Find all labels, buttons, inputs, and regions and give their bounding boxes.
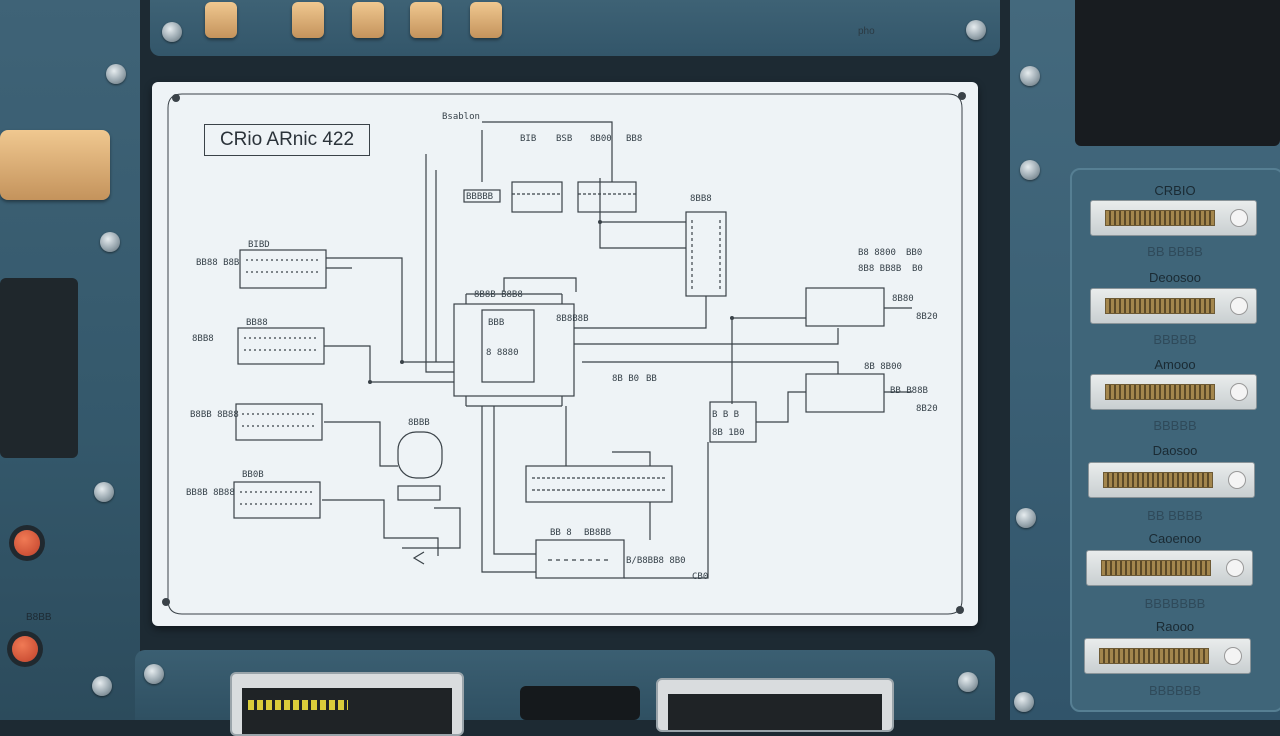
bottom-display-left (230, 672, 464, 736)
schematic-label: BB8 (626, 134, 643, 144)
schematic-label: BBBBB (466, 192, 494, 202)
top-knob-4[interactable] (410, 2, 442, 38)
connector-sublabel-4: BB BBBB (1147, 508, 1203, 523)
schematic-label: BB88 (246, 318, 268, 328)
db-connector-2[interactable] (1090, 288, 1257, 324)
schematic-label: BB8BB (584, 528, 612, 538)
schematic-label: 8B 1B0 (712, 428, 745, 438)
connector-label-4: Daosoo (1152, 443, 1198, 458)
screw (1020, 66, 1040, 86)
schematic-label: 8B00 (590, 134, 612, 144)
left-panel-label: B8BB (26, 612, 52, 623)
screw (106, 64, 126, 84)
top-equipment-panel (150, 0, 1000, 56)
screw (1020, 160, 1040, 180)
db-connector-4[interactable] (1088, 462, 1255, 498)
schematic-label: 8B8B8B (556, 314, 589, 324)
connector-label-5: Caoenoo (1148, 531, 1202, 546)
connector-label-2: Deoosoo (1148, 270, 1202, 285)
schematic-label: B0 (912, 264, 923, 274)
schematic-label: B B B (712, 410, 740, 420)
top-knob-3[interactable] (352, 2, 384, 38)
top-panel-label: pho (858, 26, 875, 37)
top-knob-1[interactable] (205, 2, 237, 38)
black-electronics-module (1075, 0, 1280, 146)
schematic-label: CB0 (692, 572, 709, 582)
schematic-label: 8B B0 (612, 374, 640, 384)
top-knob-2[interactable] (292, 2, 324, 38)
schematic-label: 8B20 (916, 404, 938, 414)
schematic-label: BB 8 (550, 528, 572, 538)
connector-sublabel-5: BBBBBBB (1144, 596, 1206, 611)
connector-label-6: Raooo (1155, 619, 1195, 634)
schematic-label: BB8B 8B88 (186, 488, 235, 498)
connector-sublabel-1: BB BBBB (1147, 244, 1203, 259)
schematic-label: BIB (520, 134, 537, 144)
schematic-label: 8B80 (892, 294, 914, 304)
red-button-2[interactable] (12, 636, 38, 662)
schematic-label: BB0 (906, 248, 923, 258)
schematic-title: CRio ARnic 422 (204, 124, 370, 156)
schematic-sheet: CRio ARnic 422 Bsablon BIB BSB 8B00 BB 8 … (152, 82, 978, 626)
schematic-label: 8B20 (916, 312, 938, 322)
screw (92, 676, 112, 696)
schematic-label: 8 8880 (486, 348, 519, 358)
bottom-display-right (656, 678, 894, 732)
screw (94, 482, 114, 502)
screw (162, 22, 182, 42)
schematic-label: BBB (488, 318, 505, 328)
screw (1016, 508, 1036, 528)
schematic-label: 8BB8 (192, 334, 214, 344)
schematic-label: B8BB 8B88 (190, 410, 239, 420)
connector-label-3: Amooo (1154, 357, 1196, 372)
connector-label-1: CRBIO (1154, 183, 1196, 198)
db-connector-1[interactable] (1090, 200, 1257, 236)
right-connector-module (1070, 168, 1280, 712)
bottom-jack-block (520, 686, 640, 720)
screw (958, 672, 978, 692)
screw (100, 232, 120, 252)
left-switch-module (0, 278, 78, 458)
screw (144, 664, 164, 684)
connector-sublabel-6: BBBBBB (1148, 683, 1202, 698)
schematic-label: BB0B (242, 470, 264, 480)
connector-sublabel-2: BBBBB (1153, 332, 1197, 347)
schematic-label: B/B8BB8 8B0 (626, 556, 686, 566)
schematic-label: BSB (556, 134, 573, 144)
top-knob-5[interactable] (470, 2, 502, 38)
connector-sublabel-3: BBBBB (1153, 418, 1197, 433)
schematic-label: BB88 B8B (196, 258, 240, 268)
db-connector-5[interactable] (1086, 550, 1253, 586)
schematic-label: BB B88B (890, 386, 928, 396)
schematic-label: 8BBB (408, 418, 430, 428)
schematic-label: BB (646, 374, 657, 384)
schematic-drawing (162, 92, 966, 615)
db-connector-3[interactable] (1090, 374, 1257, 410)
schematic-label: 8B 8B00 (864, 362, 902, 372)
schematic-label: B8 8800 (858, 248, 896, 258)
db-connector-6[interactable] (1084, 638, 1251, 674)
schematic-label: BIBD (248, 240, 270, 250)
schematic-label: 8B8B B8B8 (474, 290, 523, 300)
red-button-1[interactable] (14, 530, 40, 556)
left-knob-block[interactable] (0, 130, 110, 200)
screw (1014, 692, 1034, 712)
schematic-label: 8BB8 (690, 194, 712, 204)
schematic-label: Bsablon (442, 112, 480, 122)
screw (966, 20, 986, 40)
schematic-label: 8B8 BB8B (858, 264, 902, 274)
